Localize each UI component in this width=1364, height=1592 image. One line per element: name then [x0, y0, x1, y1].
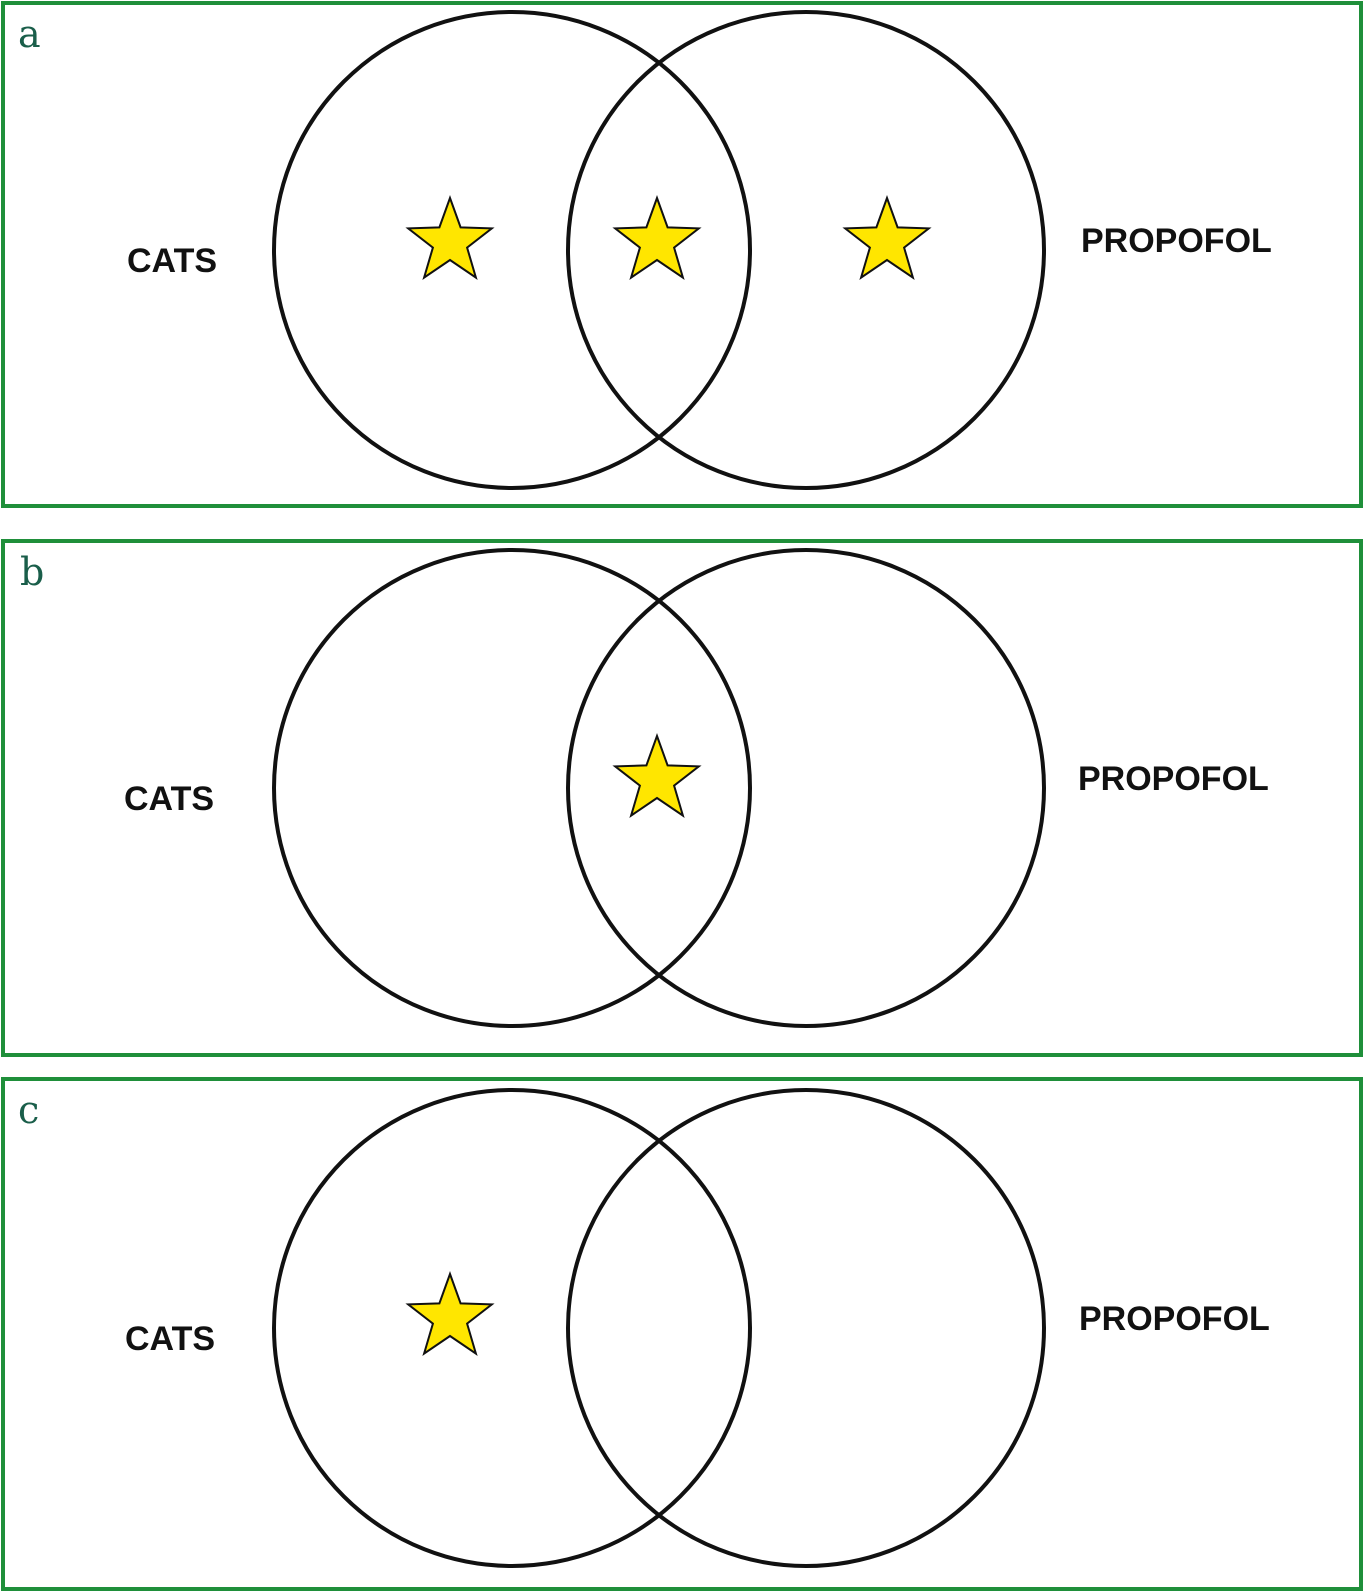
star-left-only — [405, 1271, 495, 1356]
propofol-circle — [566, 1088, 1046, 1568]
propofol-circle — [566, 548, 1046, 1028]
star-right-only — [842, 195, 932, 280]
panel-a: a CATS PROPOFOL — [1, 1, 1363, 508]
propofol-label: PROPOFOL — [1079, 1300, 1270, 1338]
panel-b: b CATS PROPOFOL — [1, 539, 1363, 1057]
cats-circle — [272, 1088, 752, 1568]
panel-letter: c — [18, 1088, 39, 1132]
propofol-label: PROPOFOL — [1081, 222, 1272, 260]
panel-frame — [1, 1, 1363, 508]
star-intersection — [612, 733, 702, 818]
cats-circle — [272, 548, 752, 1028]
cats-label: CATS — [124, 780, 214, 818]
stars-group — [612, 733, 702, 818]
cats-label: CATS — [127, 242, 217, 280]
propofol-circle — [566, 10, 1046, 490]
cats-label: CATS — [125, 1320, 215, 1358]
panel-letter: b — [20, 550, 44, 594]
panel-letter: a — [18, 12, 41, 56]
stars-group — [405, 1271, 495, 1356]
stars-group — [405, 195, 932, 280]
propofol-label: PROPOFOL — [1078, 760, 1269, 798]
panel-c: c CATS PROPOFOL — [1, 1077, 1363, 1591]
star-intersection — [612, 195, 702, 280]
panel-frame — [1, 539, 1363, 1057]
cats-circle — [272, 10, 752, 490]
star-left-only — [405, 195, 495, 280]
panel-frame — [1, 1077, 1363, 1591]
